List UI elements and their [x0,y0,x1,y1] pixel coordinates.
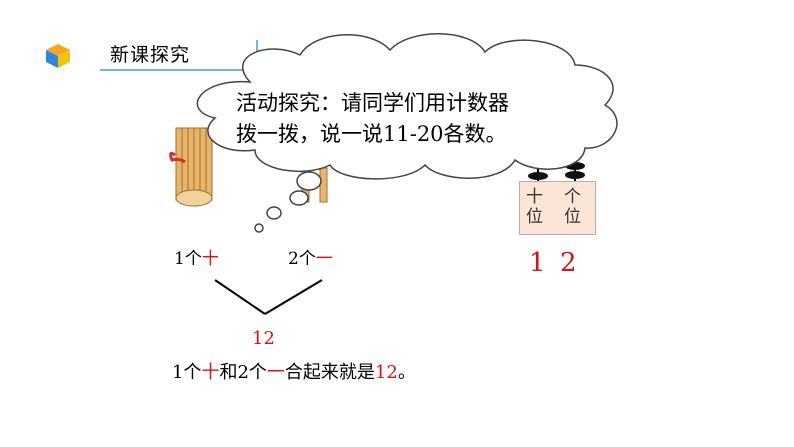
tens-label-char-2: 位 [526,207,543,227]
stick-bundle-icon [169,127,213,207]
ones-label-char-2: 位 [564,207,581,227]
tens-caption: 1个十 [174,244,219,269]
summary-sentence: 1个十和2个一合起来就是12。 [172,358,416,384]
header-cube-icon [44,42,72,70]
ones-caption-count: 2个 [288,249,316,269]
tens-digit: 1 [529,248,546,278]
summary-red-3: 12 [374,362,398,383]
abacus-place-box: 十 位 个 位 [519,181,596,235]
result-number: 12 [252,328,275,349]
summary-part-1: 1个 [172,362,202,383]
page-title: 新课探究 [110,44,191,66]
ones-digit: 2 [560,248,577,278]
thought-bubble [196,33,618,233]
tens-label-char-1: 十 [526,187,543,207]
summary-red-2: 一 [266,362,285,383]
ones-caption-unit: 一 [315,249,333,269]
prompt-line-1: 活动探究：请同学们用计数器 [236,91,509,115]
prompt-line-2: 拨一拨，说一说11-20各数。 [236,122,507,146]
title-underline [100,69,260,71]
ones-place-label: 个 位 [564,187,581,227]
tens-caption-unit: 十 [201,249,219,269]
tens-place-label: 十 位 [526,187,543,227]
tens-caption-count: 1个 [174,249,202,269]
summary-part-4: 。 [397,362,416,383]
ones-caption: 2个一 [288,244,333,269]
summary-part-2: 和2个 [219,362,267,383]
activity-prompt: 活动探究：请同学们用计数器 拨一拨，说一说11-20各数。 [236,88,596,150]
summary-red-1: 十 [201,362,220,383]
connector-lines [214,279,323,315]
summary-part-3: 合起来就是 [284,362,375,383]
ones-label-char-1: 个 [564,187,581,207]
